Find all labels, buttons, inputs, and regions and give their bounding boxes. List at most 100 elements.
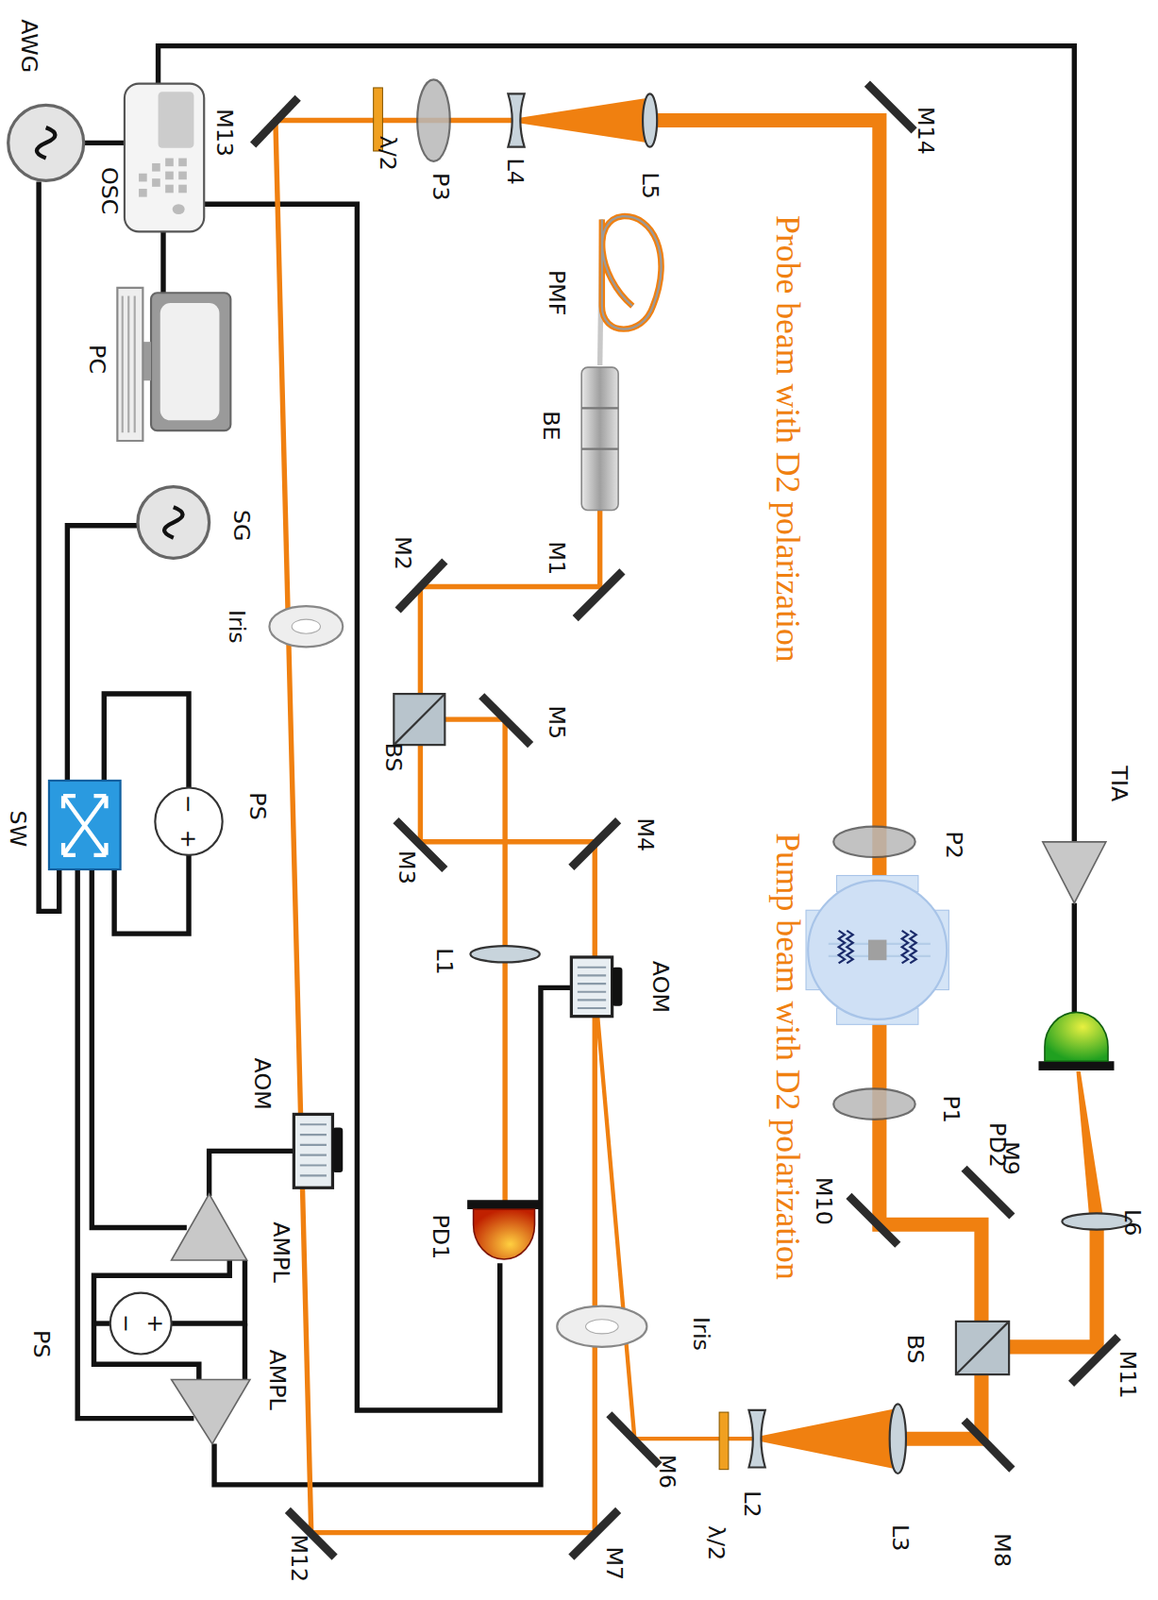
oscilloscope-screen — [158, 91, 195, 148]
beam-caption: Pump beam with D2 polarization — [771, 832, 806, 1280]
switch-symbol — [63, 795, 106, 856]
iris — [556, 1306, 647, 1347]
aom-body — [293, 1113, 333, 1188]
component-label: M1 — [544, 541, 568, 576]
coil — [839, 930, 854, 964]
wire — [209, 1150, 295, 1196]
component-label: PS — [29, 1329, 52, 1358]
fiber-coil — [602, 216, 662, 330]
component-label: BS — [904, 1334, 927, 1364]
component-label: SG — [229, 509, 252, 542]
beam-cone — [1075, 1071, 1104, 1222]
beam-expander — [581, 367, 619, 510]
wire — [158, 46, 1075, 842]
mirror-symbol — [1071, 1336, 1119, 1384]
beam-splitter — [393, 693, 445, 745]
beam-splitter — [393, 693, 445, 745]
iris — [586, 1319, 620, 1334]
lens — [469, 945, 540, 962]
component-label: BS — [381, 742, 404, 772]
component-label: PS — [246, 791, 269, 820]
wiring — [38, 46, 1075, 1485]
beam — [594, 984, 757, 1439]
component-label: L5 — [638, 172, 662, 200]
polarizer — [833, 1088, 915, 1119]
keyboard — [122, 295, 135, 433]
aom-body — [300, 1124, 327, 1175]
oscilloscope — [124, 83, 204, 233]
component-label: OSC — [98, 167, 121, 215]
beam — [275, 120, 601, 1533]
beam-cone — [515, 98, 649, 144]
component-label: M12 — [287, 1533, 311, 1582]
sine-symbol — [164, 506, 183, 538]
wire — [160, 229, 166, 293]
component-label: P3 — [429, 172, 453, 201]
iris — [291, 619, 320, 634]
wire — [103, 693, 189, 788]
photodiode-base — [467, 1199, 541, 1209]
mirror-symbol — [481, 695, 531, 745]
component-label: M6 — [655, 1454, 679, 1489]
wire — [171, 1259, 246, 1324]
monitor-screen — [160, 302, 220, 420]
component-label: P2 — [942, 830, 966, 858]
component-label: M13 — [213, 108, 236, 157]
wire — [91, 1320, 110, 1326]
sine-symbol — [36, 127, 55, 158]
mirror-symbol — [848, 1195, 898, 1245]
aom-body — [577, 967, 606, 1008]
aom — [293, 1113, 343, 1188]
component-label: SW — [5, 810, 29, 848]
beam-expander — [581, 448, 619, 451]
monitor — [151, 292, 231, 431]
beam — [419, 719, 505, 1207]
component-label: L2 — [740, 1490, 764, 1517]
component-label: M9 — [998, 1141, 1022, 1175]
component-label: M3 — [394, 850, 418, 885]
laser-beams — [275, 98, 1105, 1533]
component-label: λ/2 — [376, 135, 400, 171]
optics — [268, 79, 1131, 1474]
generator-symbol — [137, 486, 210, 559]
component-label: AMPL — [266, 1348, 289, 1410]
component-label: M8 — [990, 1532, 1014, 1567]
iris — [268, 605, 343, 647]
component-label: AWG — [16, 18, 40, 73]
amplifier-symbol — [171, 1193, 248, 1260]
beam-caption: Probe beam with D2 polarization — [771, 215, 806, 663]
amplifier-symbol — [171, 1379, 251, 1444]
component-label: L4 — [503, 157, 527, 185]
pump-probe-beam — [647, 120, 981, 1440]
keyboard — [117, 287, 143, 441]
vapor-cell — [805, 874, 949, 1024]
mirror-symbol — [964, 1168, 1013, 1217]
wire — [84, 140, 125, 146]
generator-symbol — [8, 104, 84, 181]
component-label: − — [115, 1313, 138, 1333]
photodiode — [473, 1208, 536, 1259]
concave-lens — [748, 1409, 765, 1468]
wire — [91, 869, 187, 1227]
transducer — [332, 1126, 343, 1173]
component-label: M4 — [633, 818, 656, 853]
monitor-stand — [142, 341, 152, 381]
photodiode-base — [1038, 1060, 1114, 1071]
component-label: BE — [539, 410, 563, 440]
polarizer — [417, 79, 451, 161]
beam-expander — [581, 406, 619, 409]
component-label: AMPL — [268, 1221, 292, 1282]
power-supply-symbol — [154, 788, 222, 856]
component-label: M14 — [914, 106, 938, 155]
component-label: M10 — [812, 1176, 836, 1226]
photodiode — [1044, 1011, 1108, 1061]
wire — [114, 855, 189, 934]
mirrors — [252, 83, 1119, 1558]
component-label: L1 — [432, 947, 455, 974]
component-label: AOM — [251, 1057, 274, 1110]
aom — [570, 956, 622, 1017]
component-label: M5 — [544, 705, 568, 740]
component-label: − — [177, 794, 201, 814]
